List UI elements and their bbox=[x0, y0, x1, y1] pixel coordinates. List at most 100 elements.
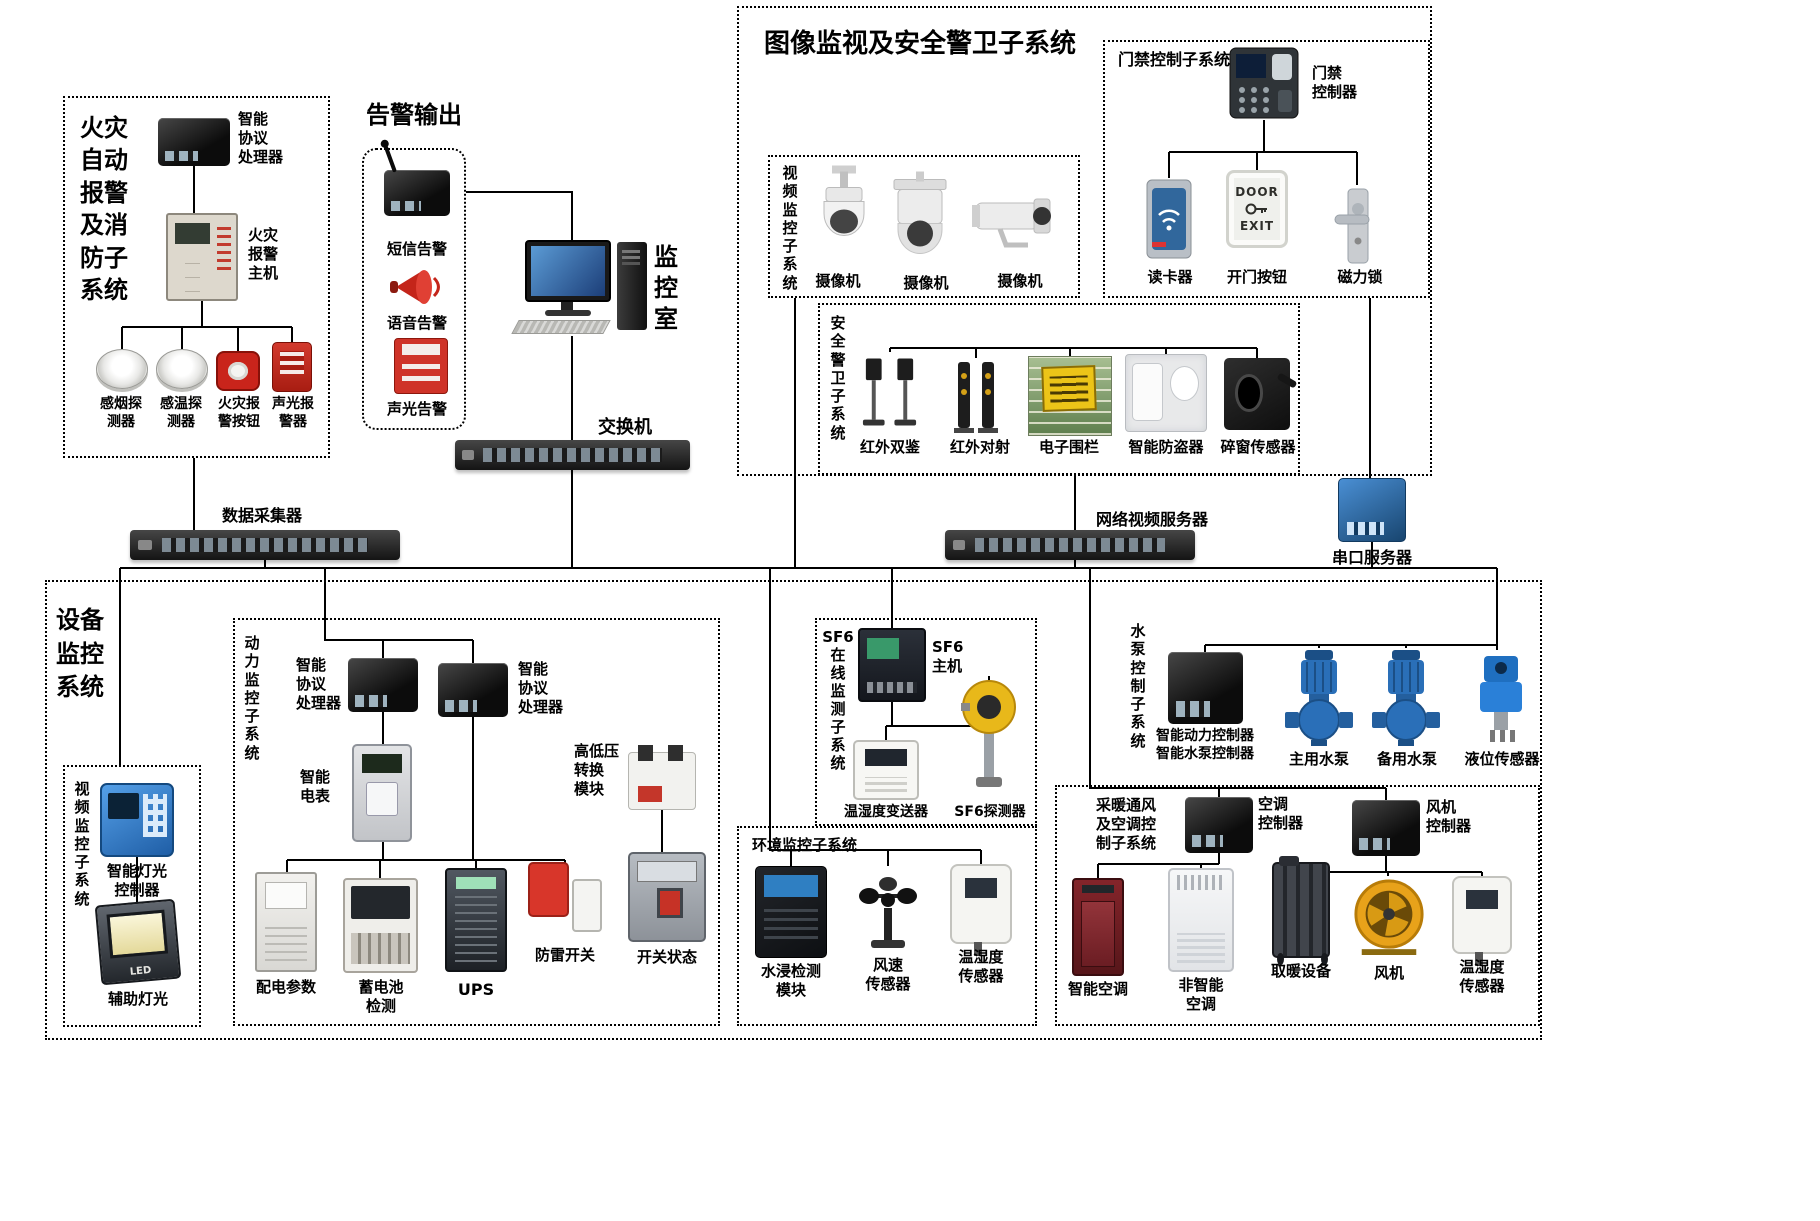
surveillance-system-box bbox=[737, 6, 1432, 476]
environment-monitoring-box bbox=[737, 826, 1037, 1026]
main-pump-label: 主用水泵 bbox=[1288, 750, 1349, 768]
pump-controller-device bbox=[1168, 652, 1243, 724]
heater-label: 取暖设备 bbox=[1270, 962, 1331, 980]
data-collector-label: 数据采集器 bbox=[222, 506, 303, 525]
heat-detector-device bbox=[156, 349, 208, 389]
fire-alarm-button-device bbox=[216, 351, 260, 391]
battery-tester-device bbox=[343, 878, 418, 973]
ir-dual-label: 红外双鉴 bbox=[859, 438, 920, 456]
hvac-th-sensor-device bbox=[1452, 876, 1512, 966]
breaker-device bbox=[628, 852, 706, 942]
glass-break-label: 碎窗传感器 bbox=[1220, 438, 1296, 456]
power-protocol-processor-1-device bbox=[348, 658, 418, 712]
fan-device bbox=[1352, 876, 1426, 960]
env-th-sensor-device bbox=[950, 864, 1012, 956]
door-button-text-top: DOOR bbox=[1235, 185, 1279, 199]
glass-break-sensor-device bbox=[1224, 358, 1290, 430]
serial-server-device bbox=[1338, 478, 1406, 542]
pump-controller-label: 智能动力控制器 智能水泵控制器 bbox=[1156, 728, 1254, 762]
fire-alarm-host-label: 火灾 报警 主机 bbox=[248, 226, 279, 283]
sound-light-output-label: 声光告警 bbox=[386, 400, 447, 418]
camera-2-label: 摄像机 bbox=[903, 274, 949, 292]
lighting-video-title: 视 频 监 控 子 系 统 bbox=[74, 780, 90, 908]
fire-subsystem-title: 火灾 自动 报警 及消 防子 系统 bbox=[80, 114, 128, 304]
water-leak-label: 水浸检测 模块 bbox=[760, 962, 821, 1000]
magnetic-lock-device bbox=[1330, 185, 1385, 267]
power-protocol-processor-2-label: 智能 协议 处理器 bbox=[518, 660, 564, 717]
plain-ac-device bbox=[1168, 868, 1234, 972]
door-button-label: 开门按钮 bbox=[1226, 268, 1287, 286]
smart-meter-label: 智能 电表 bbox=[300, 768, 331, 806]
burglar-alarm-kit-device bbox=[1125, 354, 1207, 432]
smoke-detector-device bbox=[96, 349, 148, 389]
main-pump-device bbox=[1285, 648, 1353, 746]
alarm-output-box bbox=[362, 148, 466, 430]
power-protocol-processor-2-device bbox=[438, 663, 508, 717]
sf6-detector-label: SF6探测器 bbox=[954, 804, 1026, 820]
th-transmitter-device bbox=[853, 740, 919, 800]
sms-alarm-device bbox=[383, 145, 450, 216]
led-text: LED bbox=[129, 964, 152, 978]
fire-alarm-host-device bbox=[166, 213, 238, 301]
electronic-fence-device bbox=[1028, 356, 1112, 436]
sf6-host-label: SF6 主机 bbox=[932, 638, 964, 676]
hv-lv-module-device bbox=[628, 745, 696, 810]
bullet-camera-device bbox=[970, 185, 1062, 263]
core-switch-device bbox=[455, 440, 690, 470]
voice-alarm-device bbox=[388, 258, 448, 310]
power-monitoring-box bbox=[233, 618, 720, 1026]
dome-camera-device bbox=[808, 163, 868, 263]
speed-dome-camera-device bbox=[886, 170, 954, 268]
fan-controller-label: 风机 控制器 bbox=[1426, 798, 1472, 836]
sf6-monitoring-title: SF6 在 线 监 测 子 系 统 bbox=[822, 628, 854, 772]
sf6-detector-device bbox=[958, 676, 1020, 798]
sound-light-alarm-device bbox=[272, 342, 312, 392]
ir-beam-detector-device bbox=[950, 358, 1002, 436]
network-video-server-device bbox=[945, 530, 1195, 560]
ac-controller-label: 空调 控制器 bbox=[1258, 795, 1304, 833]
video-surveillance-box bbox=[768, 155, 1080, 298]
voice-alarm-label: 语音告警 bbox=[386, 314, 447, 332]
water-leak-module-device bbox=[755, 866, 827, 958]
card-reader-device bbox=[1143, 178, 1195, 260]
backup-pump-device bbox=[1372, 648, 1440, 746]
equipment-monitoring-title: 设备 监控 系统 bbox=[56, 606, 104, 702]
access-control-box bbox=[1103, 40, 1430, 298]
sound-light-alarm-label: 声光报 警器 bbox=[272, 396, 314, 430]
video-surveillance-title: 视 频 监 控 子 系 统 bbox=[782, 164, 798, 292]
ups-device bbox=[445, 868, 507, 972]
security-guard-box bbox=[818, 303, 1300, 475]
access-control-title: 门禁控制子系统 bbox=[1118, 50, 1231, 69]
surge-protector-device bbox=[528, 862, 602, 938]
data-collector-device bbox=[130, 530, 400, 560]
fire-alarm-button-label: 火灾报 警按钮 bbox=[218, 396, 260, 430]
access-controller-label: 门禁 控制器 bbox=[1312, 64, 1358, 102]
security-guard-title: 安 全 警 卫 子 系 统 bbox=[830, 314, 846, 442]
level-sensor-label: 液位传感器 bbox=[1464, 750, 1540, 768]
wind-sensor-device bbox=[855, 866, 921, 954]
aux-light-label: 辅助灯光 bbox=[107, 990, 168, 1008]
sf6-host-device bbox=[858, 628, 926, 702]
smart-ac-device bbox=[1072, 878, 1124, 976]
access-controller-device bbox=[1228, 46, 1300, 120]
light-controller-label: 智能灯光 控制器 bbox=[106, 862, 167, 900]
surveillance-system-title: 图像监视及安全警卫子系统 bbox=[764, 29, 1077, 59]
hvac-title: 采暖通风 及空调控 制子系统 bbox=[1096, 796, 1157, 853]
core-switch-label: 交换机 bbox=[598, 417, 652, 438]
equipment-monitoring-box bbox=[45, 580, 1542, 1040]
heat-detector-label: 感温探 测器 bbox=[160, 396, 202, 430]
monitoring-room-label: 监 控 室 bbox=[654, 243, 678, 334]
plain-ac-label: 非智能 空调 bbox=[1178, 976, 1224, 1014]
backup-pump-label: 备用水泵 bbox=[1376, 750, 1437, 768]
sound-light-output-device bbox=[394, 338, 448, 394]
fence-label: 电子围栏 bbox=[1038, 438, 1099, 456]
sf6-monitoring-box bbox=[815, 618, 1037, 826]
power-protocol-processor-1-label: 智能 协议 处理器 bbox=[296, 656, 342, 713]
hvac-box bbox=[1055, 785, 1540, 1026]
camera-1-label: 摄像机 bbox=[815, 272, 861, 290]
fire-protocol-processor-label: 智能 协议 处理器 bbox=[238, 110, 284, 167]
magnetic-lock-label: 磁力锁 bbox=[1337, 268, 1383, 286]
door-exit-button-device: DOOR EXIT bbox=[1226, 170, 1288, 248]
alarm-output-title: 告警输出 bbox=[366, 101, 462, 129]
smart-meter-device bbox=[352, 744, 412, 842]
